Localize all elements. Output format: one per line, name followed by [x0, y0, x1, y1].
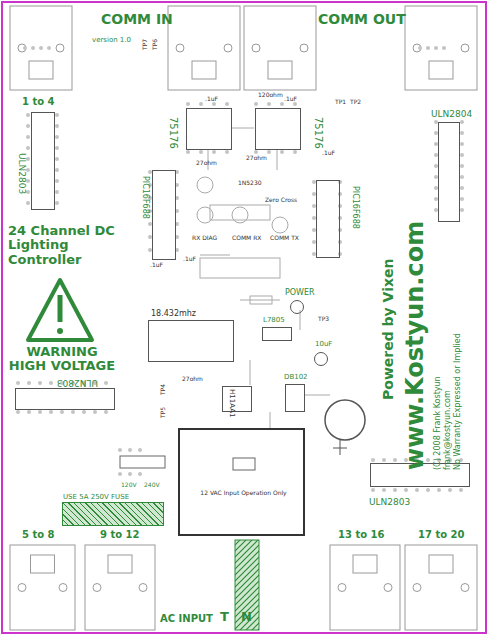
bulk-capacitor	[325, 400, 365, 440]
board-text: frank@kostyun.com	[444, 390, 453, 470]
board-text: .1uF	[205, 96, 218, 103]
board-text: 27ohm	[246, 155, 267, 162]
board-text: TP2	[350, 99, 361, 106]
board-text: .1uF	[150, 262, 163, 269]
part-label: 75176	[168, 117, 179, 149]
board-text: WARNING HIGH VOLTAGE	[6, 345, 118, 374]
part-label: ULN2803	[369, 498, 410, 508]
board-text: Powered by Vixen	[381, 258, 396, 400]
board-text: TP6	[152, 39, 159, 50]
board-text: .1uF	[284, 96, 297, 103]
board-text: 1 to 4	[22, 96, 55, 107]
rj45-jacks	[10, 6, 477, 630]
board-text: COMM RX	[232, 235, 261, 242]
part-label: 10uF	[315, 341, 332, 349]
board-text: 120ohm	[258, 92, 283, 99]
board-text: TP1	[335, 99, 346, 106]
board-text: 120V	[121, 482, 137, 489]
board-text: version 1.0	[92, 37, 131, 45]
capacitor: 10uF	[314, 352, 328, 366]
ic-chip: 75176	[186, 108, 232, 150]
board-text: .1uF	[322, 150, 335, 157]
ac-terminal	[235, 540, 259, 630]
board-text: TP4	[160, 384, 167, 395]
bridge-rectifier: DB102	[285, 384, 305, 412]
board-text: RX DIAG	[192, 235, 217, 242]
board-text: (C) 2008 Frank Kostyun	[434, 376, 443, 470]
solder-pads	[16, 46, 464, 492]
part-label: USE 5A 250V FUSE	[63, 494, 129, 502]
part-label: PIC16F688	[350, 186, 359, 229]
warning-triangle	[28, 280, 92, 340]
board-text: 13 to 16	[338, 529, 384, 540]
part-label: PIC16F688	[140, 176, 149, 219]
ic-chip: ULN2803	[15, 388, 115, 410]
part-label: ULN2803	[16, 153, 26, 194]
part-label: DB102	[284, 374, 308, 382]
part-label: POWER	[285, 289, 315, 298]
ic-chip: PIC16F688	[152, 170, 176, 260]
board-text: N	[241, 610, 252, 624]
board-text: 1N5230	[238, 180, 262, 187]
board-text: COMM TX	[270, 235, 299, 242]
board-text: 27ohm	[182, 376, 203, 383]
part-label: H11AA1	[227, 389, 235, 417]
board-text: 27ohm	[196, 160, 217, 167]
board-text: www.Kostyun.com	[402, 221, 428, 470]
ic-chip: H11AA1	[222, 386, 252, 412]
board-text: COMM IN	[101, 12, 173, 27]
board-text: T	[220, 610, 229, 624]
board-text: COMM OUT	[318, 12, 406, 27]
power-led: POWER	[290, 300, 304, 314]
board-text: 240V	[144, 482, 160, 489]
traces	[197, 128, 330, 428]
part-label: 12 VAC Input Operation Only	[200, 490, 286, 497]
part-label: ULN2803	[57, 377, 98, 387]
board-text: 9 to 12	[100, 529, 140, 540]
board-text: No Warranty Expressed or Implied	[454, 333, 463, 470]
ic-chip: ULN2803	[31, 112, 55, 210]
board-text: TP3	[318, 316, 329, 323]
voltage-jumper	[120, 456, 165, 468]
board-text: 5 to 8	[22, 529, 55, 540]
board-text: TP5	[160, 407, 167, 418]
ic-chip: PIC16F688	[316, 180, 340, 258]
fuse-holder: USE 5A 250V FUSE	[62, 502, 164, 526]
polarity-mark	[333, 440, 347, 455]
jumper	[233, 458, 255, 470]
regulator: L7805	[262, 327, 292, 341]
part-label: 75176	[313, 117, 324, 149]
part-label: L7805	[263, 317, 285, 325]
board-text: 24 Channel DC Lighting Controller	[8, 224, 126, 267]
board-text: AC INPUT	[160, 613, 213, 624]
ic-chip: 75176	[255, 108, 301, 150]
transformer-box: 12 VAC Input Operation Only	[178, 428, 305, 536]
part-label: ULN2804	[431, 110, 472, 120]
board-text: 17 to 20	[418, 529, 464, 540]
board-text: Zero Cross	[265, 197, 297, 204]
part-label: 18.432mhz	[151, 310, 196, 319]
crystal-box: 18.432mhz	[148, 320, 234, 362]
board-text: TP7	[142, 39, 149, 50]
ic-chip: ULN2804	[438, 122, 460, 222]
board-text: .1uF	[183, 256, 196, 263]
